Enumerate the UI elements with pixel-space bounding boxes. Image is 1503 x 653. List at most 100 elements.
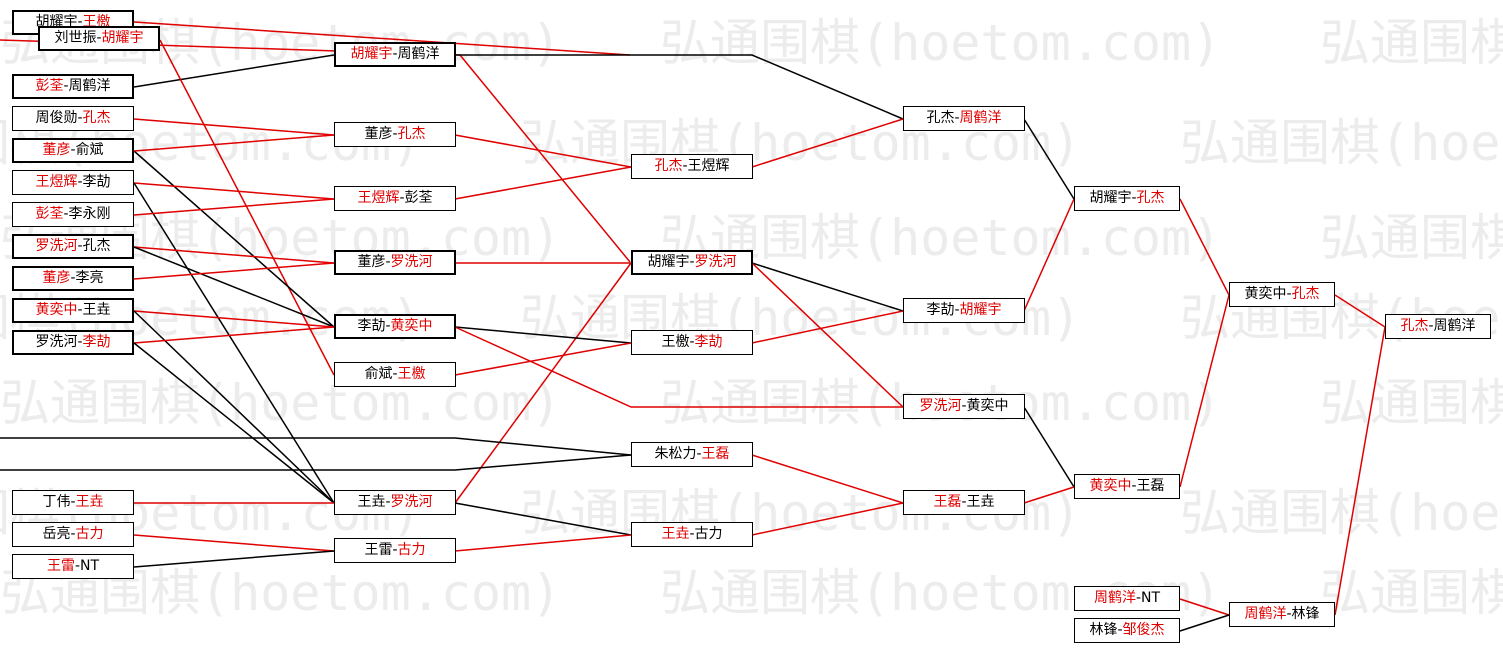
player-left: 李劼	[357, 318, 386, 334]
match-box-r3-01: 孔杰-王煜辉	[631, 154, 753, 179]
player-left: 王垚	[661, 526, 690, 542]
separator: -	[399, 190, 405, 206]
loser-connector	[133, 54, 335, 88]
watermark-text: 弘通围棋(hoetom.com)	[660, 14, 1221, 72]
separator: -	[1117, 622, 1123, 638]
player-right: 黄奕中	[390, 318, 433, 334]
match-box-r7-01: 孔杰-周鹤洋	[1385, 314, 1491, 339]
loser-connector	[133, 550, 335, 568]
separator: -	[63, 206, 69, 222]
player-left: 董彦	[364, 126, 393, 142]
player-left: 周鹤洋	[1244, 606, 1287, 622]
match-box-r1-02: 刘世振-胡耀宇	[38, 26, 160, 51]
match-box-r1-03: 彭荃-周鹤洋	[12, 74, 134, 99]
player-left: 胡耀宇	[647, 254, 690, 270]
separator: -	[392, 126, 398, 142]
watermark-text: 弘通围棋(hoetom.com)	[1180, 114, 1503, 172]
loser-connector	[133, 150, 335, 328]
loser-connector	[0, 437, 632, 456]
match-box-r4-02: 李劼-胡耀宇	[903, 298, 1025, 323]
separator: -	[385, 318, 391, 334]
player-right: 罗洗河	[390, 494, 433, 510]
winner-connector	[133, 21, 631, 56]
match-box-r2-04: 董彦-罗洗河	[334, 250, 456, 275]
match-box-r1-12: 丁伟-王垚	[12, 490, 134, 515]
player-right: 古力	[694, 526, 723, 542]
winner-connector	[751, 310, 904, 344]
loser-connector	[454, 326, 632, 344]
match-box-r4-01: 孔杰-周鹤洋	[903, 106, 1025, 131]
player-right: 彭荃	[404, 190, 433, 206]
player-right: 孔杰	[82, 238, 111, 254]
winner-connector	[133, 118, 335, 136]
separator: -	[696, 446, 702, 462]
separator: -	[1428, 318, 1434, 334]
player-right: 王檄	[397, 366, 426, 382]
separator: -	[954, 110, 960, 126]
separator: -	[96, 30, 102, 46]
match-box-r6-01: 黄奕中-孔杰	[1229, 282, 1335, 307]
winner-connector	[454, 342, 632, 376]
player-left: 朱松力	[654, 446, 697, 462]
player-left: 俞斌	[364, 366, 393, 382]
player-right: 林锋	[1291, 606, 1320, 622]
match-box-r4-04: 王磊-王垚	[903, 490, 1025, 515]
player-left: 胡耀宇	[350, 46, 393, 62]
match-box-r2-05: 李劼-黄奕中	[334, 314, 456, 339]
winner-connector	[751, 502, 904, 536]
player-right: 邹俊杰	[1122, 622, 1165, 638]
player-right: 周鹤洋	[397, 46, 440, 62]
separator: -	[1131, 478, 1137, 494]
player-left: 王檄	[661, 334, 690, 350]
player-left: 孔杰	[926, 110, 955, 126]
match-box-r1-04: 周俊勋-孔杰	[12, 106, 134, 131]
winner-connector	[454, 134, 632, 168]
player-left: 李劼	[926, 302, 955, 318]
player-right: 李永刚	[68, 206, 111, 222]
separator: -	[682, 158, 688, 174]
player-right: 孔杰	[82, 110, 111, 126]
match-box-r2-02: 董彦-孔杰	[334, 122, 456, 147]
player-left: 胡耀宇	[1089, 190, 1132, 206]
player-right: 王垚	[82, 302, 111, 318]
player-left: 王煜辉	[35, 174, 78, 190]
watermark-text: 弘通围棋(hoetom.com)	[0, 374, 561, 432]
winner-connector	[454, 262, 632, 504]
winner-connector	[751, 262, 904, 408]
player-left: 王煜辉	[357, 190, 400, 206]
player-left: 王垚	[357, 494, 386, 510]
winner-connector	[1179, 598, 1230, 616]
separator: -	[70, 142, 76, 158]
watermark-text: 弘通围棋(hoetom.com)	[1320, 374, 1503, 432]
player-left: 董彦	[42, 142, 71, 158]
separator: -	[1286, 286, 1292, 302]
separator: -	[70, 494, 76, 510]
match-box-r3-04: 朱松力-王磊	[631, 442, 753, 467]
player-left: 彭荃	[35, 78, 64, 94]
winner-connector	[1023, 198, 1075, 312]
separator: -	[961, 398, 967, 414]
player-left: 黄奕中	[1089, 478, 1132, 494]
player-right: NT	[1141, 590, 1161, 606]
player-left: 岳亮	[42, 526, 71, 542]
player-right: 李亮	[75, 270, 104, 286]
separator: -	[1131, 190, 1137, 206]
separator: -	[954, 302, 960, 318]
player-right: 王磊	[1136, 478, 1165, 494]
player-left: 丁伟	[42, 494, 71, 510]
player-left: 孔杰	[1400, 318, 1429, 334]
separator: -	[689, 254, 695, 270]
winner-connector	[1179, 198, 1230, 296]
loser-connector	[133, 342, 335, 504]
player-right: 罗洗河	[694, 254, 737, 270]
player-left: 董彦	[42, 270, 71, 286]
loser-connector	[0, 454, 632, 471]
winner-connector	[133, 534, 335, 552]
player-right: 周鹤洋	[959, 110, 1002, 126]
player-right: 俞斌	[75, 142, 104, 158]
separator: -	[385, 254, 391, 270]
winner-connector	[1334, 294, 1386, 328]
player-right: 古力	[397, 542, 426, 558]
separator: -	[63, 78, 69, 94]
separator: -	[961, 494, 967, 510]
